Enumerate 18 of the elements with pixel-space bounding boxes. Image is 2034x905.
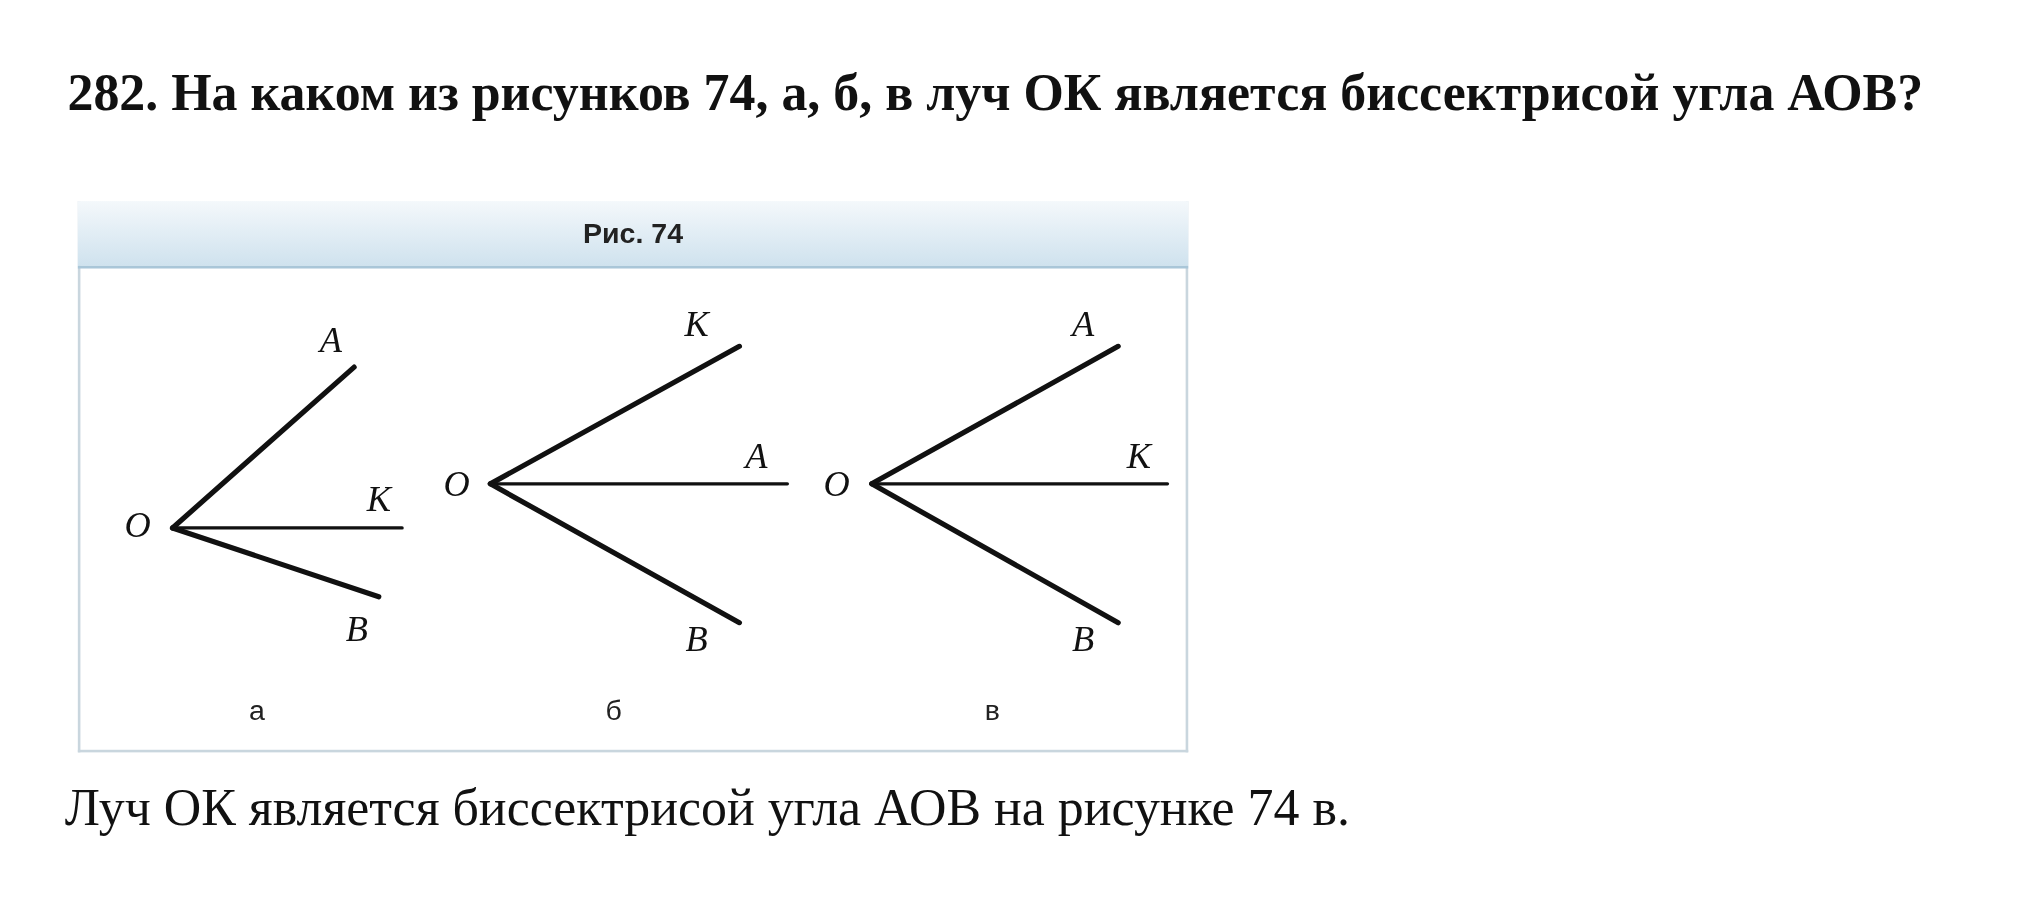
point-label: O xyxy=(823,465,850,502)
problem-text: 282. На каком из рисунков 74, а, б, в луч ОК является биссектрисой угла АОВ? xyxy=(67,62,1925,124)
point-label: O xyxy=(124,507,151,544)
subfigure-label: а xyxy=(248,696,265,726)
point-label: A xyxy=(1072,306,1095,343)
point-label: B xyxy=(1072,621,1095,658)
subfigure-label: б xyxy=(605,696,622,726)
point-label: K xyxy=(684,306,709,343)
point-label: A xyxy=(319,321,342,359)
point-label: B xyxy=(345,611,368,648)
subfigure-label: в xyxy=(984,696,1000,726)
point-label: A xyxy=(745,438,768,475)
point-label: K xyxy=(1126,438,1152,475)
figure-caption: Рис. 74 xyxy=(583,216,684,251)
answer-text: Луч ОК является биссектрисой угла АОВ на рисунке 74 в. xyxy=(64,777,1350,839)
point-label: O xyxy=(443,465,470,502)
point-label: K xyxy=(366,481,391,518)
point-label: B xyxy=(685,621,708,658)
